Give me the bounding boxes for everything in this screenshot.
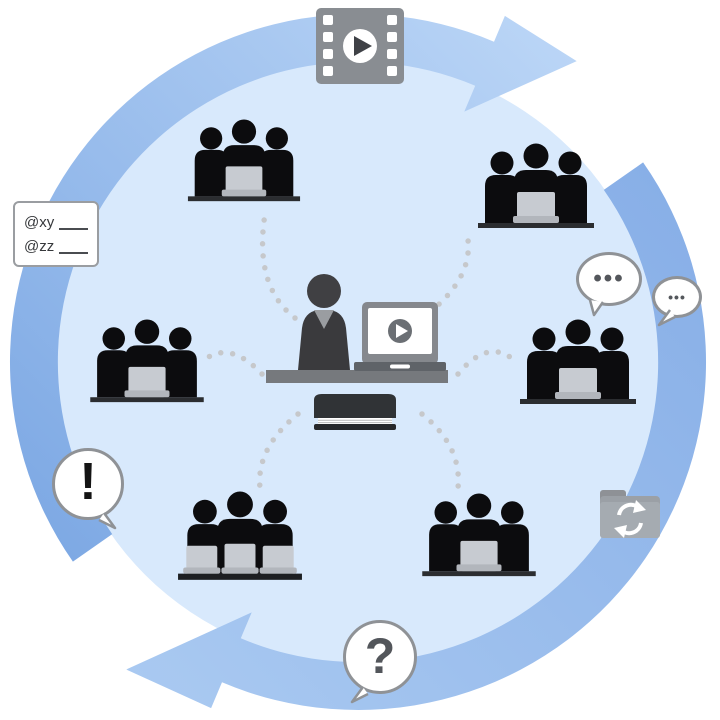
address-list-box: @xy @zz: [13, 201, 99, 267]
dotted-connectors: [201, 205, 517, 491]
connector-top-right: [427, 237, 472, 315]
team-group-top-right: [476, 142, 596, 234]
bubble-tail: [657, 309, 676, 327]
exclamation-mark: !: [79, 453, 97, 511]
connector-mid-left: [201, 349, 265, 377]
film-play-icon: [316, 8, 404, 84]
address-handle: @zz: [24, 237, 55, 255]
exclamation-bubble: !: [52, 448, 124, 530]
connector-bottom-left: [256, 411, 301, 491]
chat-dots: •••: [668, 289, 686, 305]
team-group-mid-left: [88, 318, 206, 408]
connector-top-left: [259, 205, 298, 321]
bubble-tail: [350, 686, 369, 704]
address-blank-line: [59, 217, 88, 230]
address-row: @zz: [24, 239, 88, 254]
folder-sync-icon: [600, 490, 660, 538]
cycle-arrow-bottom: [126, 162, 707, 710]
laptop-play-icon: [354, 302, 446, 371]
team-group-mid-right: [518, 318, 638, 410]
chat-bubble-small: •••: [652, 276, 702, 327]
question-bubble: ?: [343, 620, 417, 704]
bubble-tail: [588, 299, 605, 317]
instructor-scene: [266, 274, 448, 430]
desk: [266, 370, 448, 383]
connector-bottom-right: [419, 411, 462, 491]
play-icon: [354, 36, 372, 56]
question-mark: ?: [364, 628, 396, 684]
sync-arrowhead: [614, 525, 627, 538]
address-row: @xy: [24, 215, 88, 230]
play-icon: [396, 324, 408, 338]
team-group-bottom-left: [178, 490, 302, 585]
address-blank-line: [59, 241, 88, 254]
chat-dots: •••: [593, 265, 625, 292]
team-group-top-left: [186, 118, 302, 207]
connector-mid-right: [455, 349, 517, 377]
chat-bubble-large: •••: [576, 252, 642, 317]
address-handle: @xy: [24, 213, 55, 231]
team-group-bottom-right: [420, 492, 538, 582]
film-perforations: [323, 15, 397, 76]
sync-arrowhead: [633, 500, 646, 513]
instructor-person-icon: [298, 274, 350, 370]
bubble-tail: [98, 512, 117, 530]
book-icon: [314, 394, 396, 430]
